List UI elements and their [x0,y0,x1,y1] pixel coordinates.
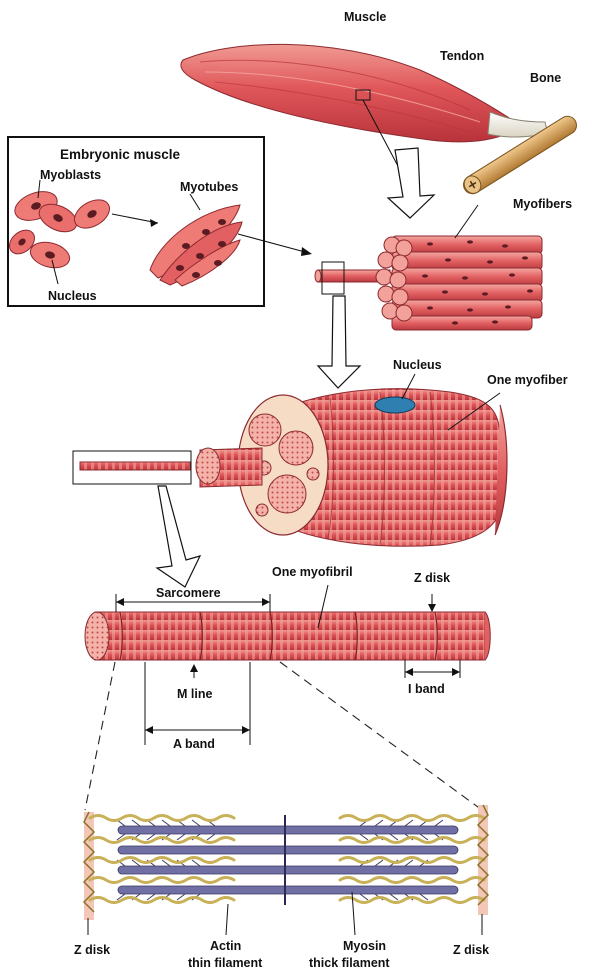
label-m-line: M line [177,687,212,701]
sarcomere-filaments-illustration [84,805,488,935]
label-bone: Bone [530,71,561,85]
label-actin: Actin [210,939,241,953]
fiber-rods [392,236,542,330]
embryonic-muscle-panel [5,137,312,306]
label-muscle: Muscle [344,10,386,24]
zoom-arrow-2 [318,296,360,388]
myofiber-illustration [73,374,507,546]
label-myotubes: Myotubes [180,180,238,194]
label-myosin: Myosin [343,939,386,953]
label-z-disk-right: Z disk [453,943,489,957]
label-sarcomere: Sarcomere [156,586,221,600]
myofibril-body [95,612,485,660]
label-nucleus: Nucleus [393,358,442,372]
myofiber-bundle-illustration [315,205,542,330]
label-z-disk-top: Z disk [414,571,450,585]
label-a-band: A band [173,737,215,751]
label-nucleus-embryo: Nucleus [48,289,97,303]
label-myofibers: Myofibers [513,197,572,211]
label-thin-filament: thin filament [188,956,263,970]
zoom-arrow-3 [157,486,200,587]
myofibril-illustration [85,585,490,810]
label-one-myofiber: One myofiber [487,373,568,387]
label-z-disk-left: Z disk [74,943,110,957]
label-embryonic-muscle: Embryonic muscle [60,147,181,162]
label-myoblasts: Myoblasts [40,168,101,182]
myofiber-nucleus [375,397,415,413]
zoom-arrow-1 [388,148,434,218]
label-one-myofibril: One myofibril [272,565,353,579]
label-thick-filament: thick filament [309,956,390,970]
label-tendon: Tendon [440,49,484,63]
label-i-band: I band [408,682,445,696]
